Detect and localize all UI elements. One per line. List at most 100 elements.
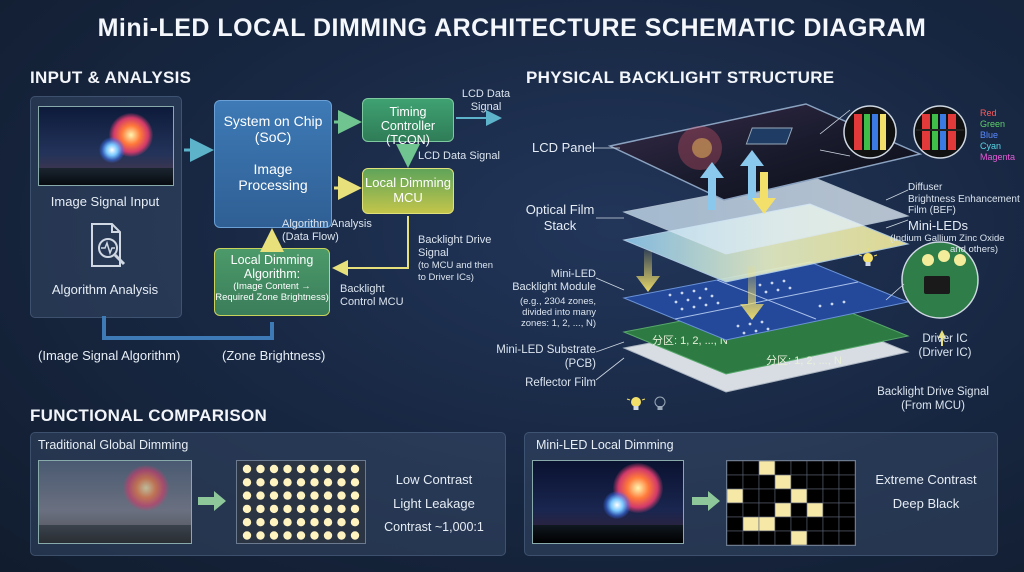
- global-led: [323, 504, 333, 514]
- global-led: [256, 531, 265, 540]
- local-zone-dark: [822, 516, 840, 532]
- reflector-film-label: Reflector Film: [525, 377, 596, 389]
- global-led: [256, 518, 265, 527]
- local-zone-dark: [838, 474, 856, 490]
- global-led: [256, 478, 265, 487]
- global-led: [283, 491, 292, 500]
- backlight-drive-line2: Signal: [418, 247, 449, 259]
- local-dimming-image: [532, 460, 684, 544]
- global-led: [242, 464, 252, 474]
- global-led: [337, 504, 346, 514]
- bulb-icon-off: [654, 396, 666, 410]
- document-analysis-icon: [88, 222, 128, 270]
- global-line3: Contrast ~1,000:1: [384, 520, 484, 534]
- local-zone-dark: [822, 488, 840, 504]
- global-led: [242, 478, 252, 487]
- global-led: [310, 478, 319, 487]
- backlight-module-line2: Backlight Module: [512, 281, 596, 293]
- lcd-panel-label: LCD Panel: [532, 140, 595, 155]
- local-zone-dark: [838, 460, 856, 476]
- local-zone-dark: [742, 502, 760, 518]
- global-led: [269, 478, 279, 487]
- local-zone-lit: [758, 460, 776, 476]
- global-led: [269, 464, 279, 474]
- global-led: [337, 491, 346, 500]
- up-arrow-1: [700, 162, 724, 210]
- bef-label-line2: Film (BEF): [908, 205, 956, 216]
- global-led: [269, 491, 279, 500]
- global-led: [256, 491, 265, 500]
- local-zone-dark: [806, 460, 824, 476]
- backlight-module-line1: Mini-LED: [550, 268, 596, 280]
- global-led: [242, 531, 252, 540]
- local-zone-dark: [806, 474, 824, 490]
- bulb-icon-lit: [858, 248, 878, 266]
- local-zone-dark: [774, 488, 792, 504]
- local-zone-dark: [742, 474, 760, 490]
- backlight-stack-diagram: 分区: 1, 2, ..., N 分区: 1, 2, ..., N: [594, 103, 979, 410]
- global-led: [350, 518, 360, 527]
- local-zone-dark: [726, 474, 744, 490]
- global-led: [310, 464, 319, 474]
- image-processing-line1: Image: [253, 161, 293, 177]
- global-led: [350, 491, 360, 500]
- bulb-icon-lit-2: [626, 397, 646, 410]
- global-led: [296, 531, 306, 540]
- lcd-panel-layer: [607, 103, 923, 201]
- color-label-red: Red: [980, 108, 997, 118]
- algo-line2: Algorithm:: [243, 267, 301, 281]
- local-zone-dark: [758, 530, 776, 546]
- local-zone-dark: [790, 516, 808, 532]
- backlight-module-line4: divided into many: [522, 307, 596, 318]
- local-zone-lit: [774, 474, 792, 490]
- zone-label-1: 分区: 1, 2, ..., N: [652, 334, 728, 347]
- soc-label-line2: (SoC): [254, 129, 292, 145]
- backlight-drive-line3: (to MCU and then: [418, 260, 493, 271]
- local-zone-dark: [758, 488, 776, 504]
- local-zone-dark: [726, 460, 744, 476]
- global-led: [242, 518, 252, 527]
- color-label-magenta: Magenta: [980, 152, 1016, 162]
- section-title-functional: FUNCTIONAL COMPARISON: [30, 406, 268, 425]
- local-zone-lit: [790, 488, 808, 504]
- local-zone-dark: [790, 474, 808, 490]
- down-arrow-3: [740, 266, 764, 320]
- global-led: [242, 491, 252, 500]
- optical-film-label-line2: Stack: [543, 218, 577, 233]
- algo-line4: Required Zone Brightness): [215, 292, 329, 303]
- global-led: [256, 504, 265, 514]
- global-led: [269, 504, 279, 514]
- drive-signal-label-line2: (From MCU): [901, 400, 965, 412]
- local-zone-dark: [806, 530, 824, 546]
- backlight-control-line2: Control MCU: [340, 296, 404, 308]
- local-zone-dark: [774, 460, 792, 476]
- global-led: [310, 518, 319, 527]
- down-arrow-1: [752, 172, 776, 214]
- global-led: [337, 464, 346, 474]
- section-title-input: INPUT & ANALYSIS: [30, 68, 192, 87]
- driver-ic-label-line1: Driver IC: [922, 333, 968, 345]
- algorithm-analysis-label: Algorithm Analysis: [51, 282, 159, 297]
- global-led: [283, 531, 292, 540]
- algorithm-analysis-flow-line2: (Data Flow): [282, 231, 339, 243]
- global-led: [323, 478, 333, 487]
- local-zone-dark: [758, 502, 776, 518]
- local-zone-dark: [742, 460, 760, 476]
- drive-signal-label-line1: Backlight Drive Signal: [877, 386, 989, 398]
- tcon-box: Timing Controller (TCON): [362, 98, 454, 147]
- global-led: [323, 491, 333, 500]
- substrate-label-line2: (PCB): [564, 358, 596, 370]
- global-led: [296, 491, 306, 500]
- local-zone-dark: [822, 474, 840, 490]
- global-led: [296, 504, 306, 514]
- rgb-subpixel-block: [745, 127, 793, 145]
- global-dimming-image: [38, 460, 192, 544]
- global-line2: Light Leakage: [393, 496, 475, 511]
- color-label-cyan: Cyan: [980, 141, 1002, 151]
- global-led: [296, 478, 306, 487]
- local-dimming-mcu-box: Local Dimming MCU: [362, 168, 454, 214]
- local-zone-dark: [822, 530, 840, 546]
- optical-film-label-line1: Optical Film: [525, 202, 595, 217]
- local-zone-dark: [790, 460, 808, 476]
- global-led: [296, 464, 306, 474]
